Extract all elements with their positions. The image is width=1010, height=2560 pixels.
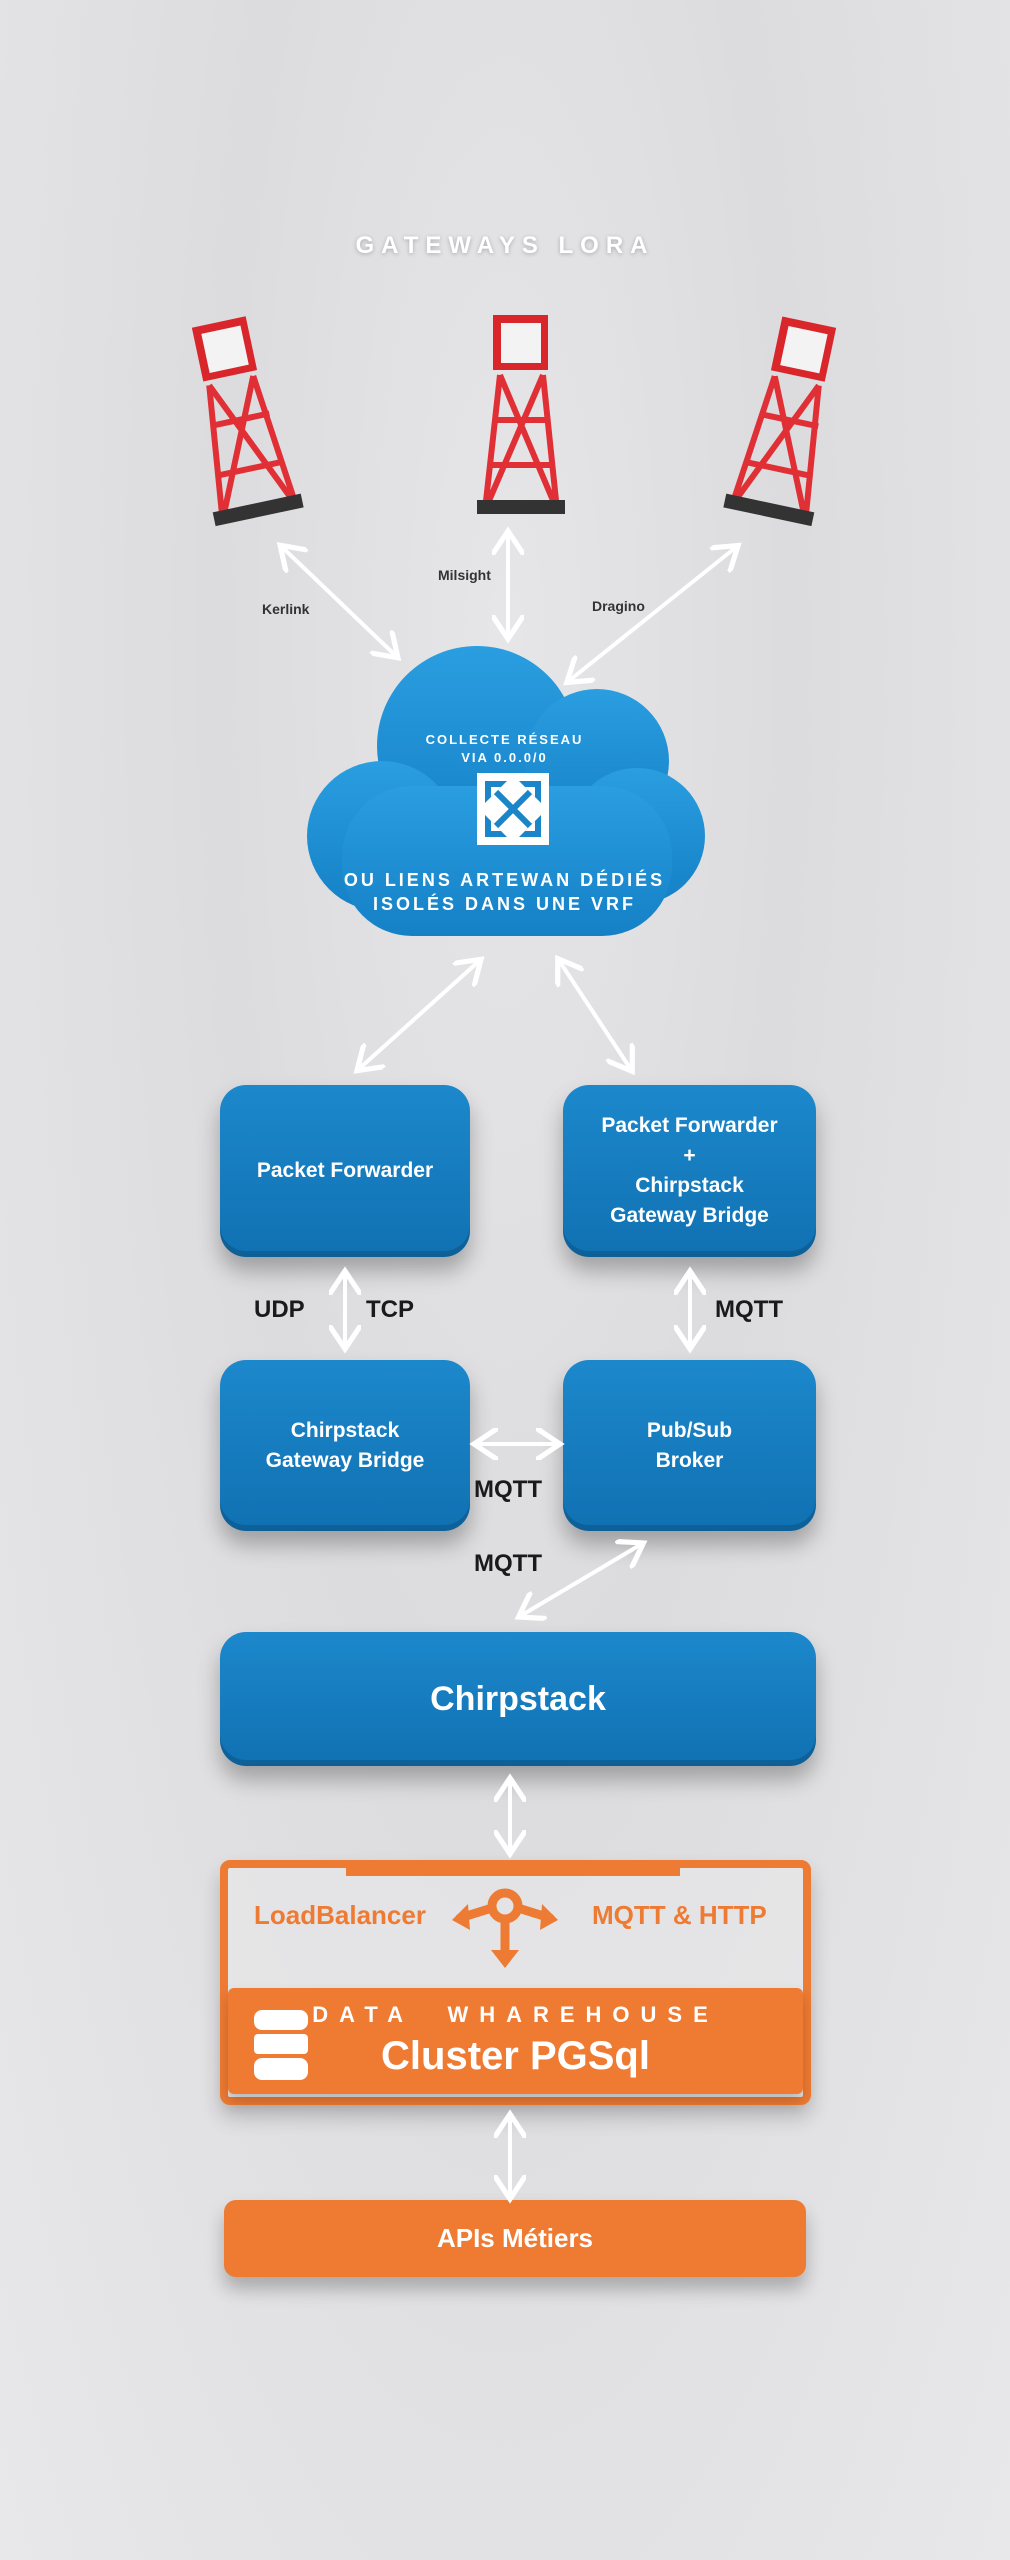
- cloud-line-1: COLLECTE RÉSEAU: [425, 732, 584, 747]
- warehouse-name: Cluster PGSql: [381, 2034, 650, 2078]
- diagram-title: GATEWAYS LORA: [355, 232, 655, 259]
- packet-forwarder-bridge-box: Packet Forwarder + Chirpstack Gateway Br…: [563, 1085, 816, 1257]
- packet-forwarder-box: Packet Forwarder: [220, 1085, 470, 1257]
- gateway-label-milsight: Milsight: [438, 567, 491, 583]
- apis-metiers-box: APIs Métiers: [224, 2200, 806, 2277]
- chirpstack-label: Chirpstack: [430, 1680, 606, 1718]
- gateway-tower-icon: [477, 315, 565, 514]
- arrow-cloud-pf: [360, 962, 478, 1068]
- expand-arrows-icon: [477, 773, 549, 845]
- frame-bar: [346, 1866, 680, 1876]
- loadbalancer-icon: [452, 1888, 558, 1968]
- box-line: +: [683, 1144, 696, 1167]
- arrow-cloud-pfbridge: [560, 962, 630, 1068]
- box-line: Gateway Bridge: [610, 1204, 769, 1227]
- cloud-line-3: OU LIENS ARTEWAN DÉDIÉS: [343, 870, 666, 890]
- protocol-mqtt-right: MQTT: [715, 1296, 783, 1323]
- packet-forwarder-label: Packet Forwarder: [256, 1159, 434, 1182]
- arrow-kerlink-cloud: [283, 548, 395, 655]
- arrow-broker-chirpstack: [522, 1545, 640, 1615]
- gateway-tower-icon: [191, 316, 304, 527]
- apis-label: APIs Métiers: [436, 2223, 594, 2253]
- chirpstack-box: Chirpstack: [220, 1632, 816, 1766]
- box-line: Packet Forwarder: [601, 1114, 778, 1137]
- box-line: Broker: [655, 1448, 724, 1472]
- cloud-shape: [307, 646, 705, 936]
- box-line: Gateway Bridge: [265, 1448, 425, 1472]
- arrow-dragino-cloud: [570, 548, 735, 680]
- box-line: Pub/Sub: [646, 1418, 733, 1442]
- box-line: Chirpstack: [635, 1174, 744, 1197]
- protocol-udp: UDP: [254, 1296, 305, 1323]
- loadbalancer-protocols: MQTT & HTTP: [592, 1900, 767, 1930]
- gateway-bridge-box: Chirpstack Gateway Bridge: [220, 1360, 470, 1531]
- data-warehouse-box: DATA WHAREHOUSE Cluster PGSql: [228, 1988, 803, 2094]
- protocol-mqtt-middle: MQTT: [474, 1476, 542, 1503]
- pubsub-broker-box: Pub/Sub Broker: [563, 1360, 816, 1531]
- cloud-line-2: VIA 0.0.0/0: [461, 750, 548, 765]
- loadbalancer-label: LoadBalancer: [254, 1900, 426, 1930]
- box-line: Chirpstack: [290, 1418, 400, 1442]
- gateway-tower-icon: [723, 316, 837, 527]
- protocol-tcp: TCP: [366, 1296, 414, 1323]
- network-cloud: COLLECTE RÉSEAU VIA 0.0.0/0 OU LIENS ART…: [302, 636, 707, 947]
- warehouse-title: DATA WHAREHOUSE: [312, 2002, 719, 2027]
- cloud-line-4: ISOLÉS DANS UNE VRF: [372, 894, 637, 914]
- database-icon: [254, 2010, 308, 2080]
